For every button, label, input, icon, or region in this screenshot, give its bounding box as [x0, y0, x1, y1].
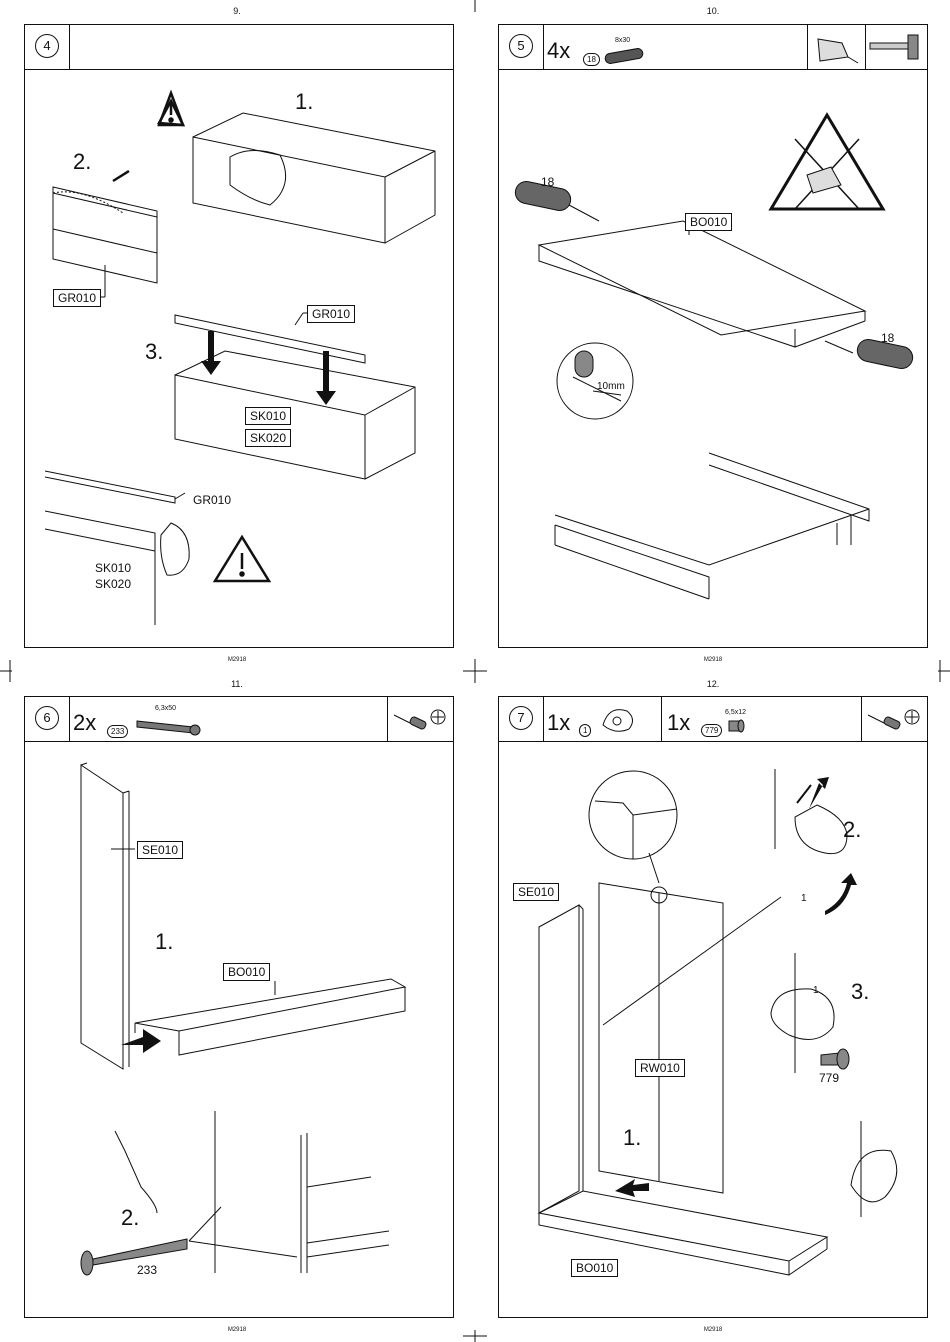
step-label: 2. [73, 149, 91, 175]
page-11-panel: 6 2x 233 6,3x50 [24, 696, 454, 1318]
part-label: SK010 [245, 407, 291, 425]
part-label: SK020 [95, 577, 131, 591]
part-label: BO010 [571, 1259, 618, 1277]
page-number: 12. [683, 679, 743, 689]
page-number: 11. [207, 679, 267, 689]
page-12-panel: 7 1x 1 1x 779 6,5x12 [498, 696, 928, 1318]
no-glue-icon [771, 115, 883, 209]
page-number: 9. [207, 6, 267, 16]
arrow-icon [615, 777, 857, 1197]
assembly-illustration [499, 697, 927, 1317]
step-label: 1. [295, 89, 313, 115]
step-label: 3. [851, 979, 869, 1005]
part-label: 18 [881, 331, 894, 345]
arrow-right-icon [121, 1029, 161, 1053]
screw-icon [81, 1239, 187, 1275]
assembly-illustration [25, 25, 453, 647]
step-label: 2. [121, 1205, 139, 1231]
part-label: SE010 [137, 841, 183, 859]
part-label: 18 [541, 175, 554, 189]
part-label: SK010 [95, 561, 131, 575]
assembly-illustration [499, 25, 927, 647]
part-label: 233 [137, 1263, 157, 1277]
part-label: 779 [819, 1071, 839, 1085]
assembly-illustration [25, 697, 453, 1317]
footer-code: M2918 [207, 1327, 267, 1333]
page-9-panel: 4 [24, 24, 454, 648]
step-label: 3. [145, 339, 163, 365]
screw-icon [821, 1049, 849, 1069]
part-label: GR010 [307, 305, 355, 323]
warning-triangle-icon [159, 93, 183, 125]
footer-code: M2918 [683, 657, 743, 663]
step-label: 1. [623, 1125, 641, 1151]
part-label: RW010 [635, 1059, 685, 1077]
part-label: 1 [813, 985, 819, 996]
dimension-label: 10mm [597, 381, 625, 392]
part-label: GR010 [193, 493, 231, 507]
part-label: SE010 [513, 883, 559, 901]
step-label: 1. [155, 929, 173, 955]
page-10-panel: 5 4x 18 8x30 [498, 24, 928, 648]
part-label: SK020 [245, 429, 291, 447]
part-label: GR010 [53, 289, 101, 307]
footer-code: M2918 [207, 657, 267, 663]
part-label: BO010 [685, 213, 732, 231]
footer-code: M2918 [683, 1327, 743, 1333]
step-label: 2. [843, 817, 861, 843]
page-number: 10. [683, 6, 743, 16]
part-label: 1 [801, 893, 807, 904]
part-label: BO010 [223, 963, 270, 981]
